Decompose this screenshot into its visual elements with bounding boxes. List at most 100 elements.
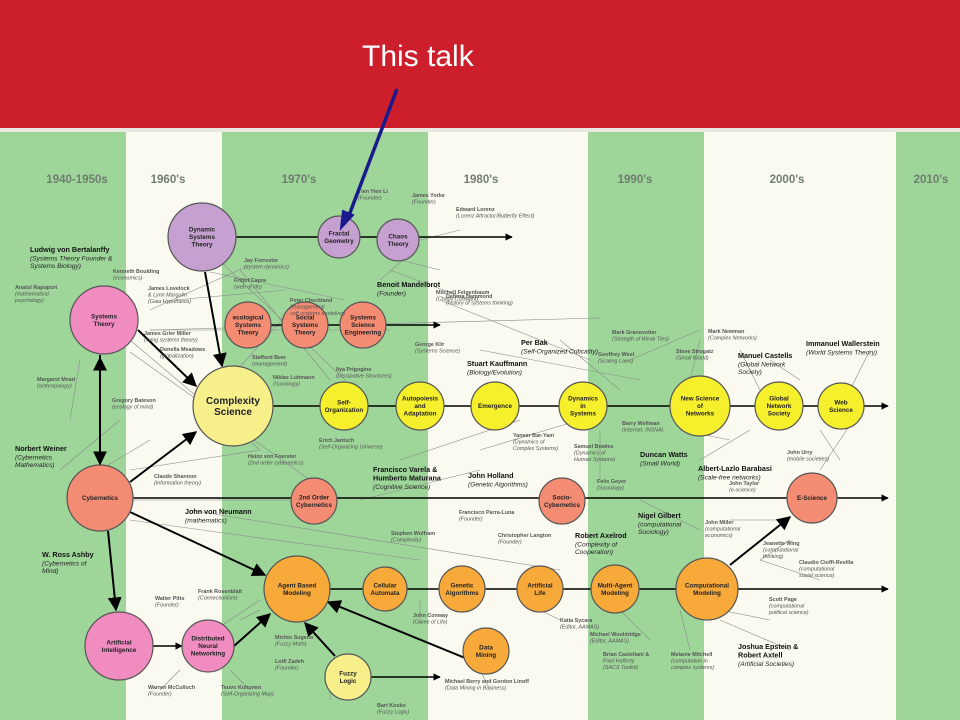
influence-line [189, 509, 561, 571]
node-circle [324, 653, 372, 701]
person-name: John Conway [413, 613, 448, 619]
key-person-name: John von Neumann [185, 507, 252, 516]
person-name: Michael Berry and Gordon Linoff [445, 679, 529, 685]
node-circle [817, 382, 865, 430]
influence-line [759, 539, 791, 561]
person-kosko: Bart Kosko(Fuzzy Logic) [377, 703, 410, 715]
person-wooldridge: Michael Wooldridge(Editor, AAMAS) [590, 632, 641, 644]
node-label: and [414, 403, 425, 410]
person-role: (system dynamics) [244, 264, 289, 270]
key-person-role: Society) [738, 369, 762, 376]
person-role: (computational [799, 566, 835, 572]
person-role: social science) [799, 573, 835, 579]
node-circle [376, 218, 420, 262]
person-mcculloch: Warren McCulloch(Founder) [148, 685, 195, 697]
person-cioffi: Claudio Cioffi-Revilla(computationalsoci… [799, 560, 854, 579]
influence-line [769, 359, 801, 381]
influence-line [619, 609, 651, 641]
influence-line [679, 609, 691, 651]
person-name: James Yorke [412, 193, 445, 199]
person-name: Tien Yien Li [358, 189, 388, 195]
person-role: (e-science) [729, 487, 756, 493]
key-person-name: Stuart Kauffmann [467, 359, 527, 368]
key-person-name: W. Ross Ashby [42, 550, 94, 559]
person-name: Scott Page [769, 597, 797, 603]
person-name: Claude Shannon [154, 474, 197, 480]
node-circle [558, 381, 608, 431]
person-role: (mobile societies) [787, 456, 829, 462]
person-name: James Lovelock [148, 286, 190, 292]
key-person-role: (Genetic Algorithms) [468, 481, 528, 488]
person-name: Kenneth Boulding [113, 269, 159, 275]
node-label: ecological [233, 315, 264, 322]
node-circle [754, 381, 804, 431]
person-name: Anatol Rapoport [15, 285, 57, 291]
person-role: (computational [763, 547, 799, 553]
influence-line [479, 419, 581, 451]
banner-title: This talk [362, 40, 474, 73]
person-name: Michael Wooldridge [590, 632, 641, 638]
node-label: Logic [340, 678, 357, 685]
node-label: Engineering [345, 330, 382, 337]
field-nodes: DynamicSystemsTheoryFractalGeometryChaos… [66, 202, 865, 701]
person-name: Fritjof Capra [234, 278, 267, 284]
person-name: Christopher Langton [498, 533, 551, 539]
key-person-barabasi: Albert-Lazlo Barabasi(Scale-free network… [698, 464, 772, 481]
person-name: Erich Jantsch [319, 438, 354, 444]
key-person-role: (computational [638, 521, 682, 528]
person-name: Mark Newman [708, 329, 744, 335]
person-name: George Klir [415, 342, 445, 348]
person-langton: Christopher Langton(Founder) [498, 533, 551, 545]
person-hammond: Debora Hammond(history of systems thinki… [446, 294, 513, 306]
person-name: John Miller [705, 520, 734, 526]
node-circle [69, 285, 139, 355]
person-zadeh: Lotfi Zadeh(Founder) [275, 659, 304, 671]
node-sociocyber: Socio-Cybernetics [538, 477, 586, 525]
timeline-arrow [326, 600, 471, 661]
person-name: Debora Hammond [446, 294, 492, 300]
key-person-name: John Holland [468, 471, 514, 480]
node-label: Theory [192, 242, 213, 249]
person-name: Frank Rosenblatt [198, 589, 242, 595]
person-name: Melanie Mitchell [671, 652, 713, 658]
person-role: (computational [705, 526, 741, 532]
node-label: Modeling [693, 590, 721, 597]
node-escience: E-Science [786, 472, 838, 524]
key-person-role: (Artificial Societies) [738, 661, 794, 668]
person-role: (computational [769, 603, 805, 609]
person-role: (Connectionism) [198, 595, 237, 601]
person-name: John Taylor [729, 481, 760, 487]
key-person-epstein: Joshua Epstein &Robert Axtell(Artificial… [738, 642, 798, 668]
influence-line [639, 499, 701, 531]
person-role: (Editor, AAMAS) [590, 638, 629, 644]
person-role: (anthropology) [37, 383, 72, 389]
node-circle [263, 555, 331, 623]
person-name: Mark Granovetter [612, 330, 658, 336]
influence-line [819, 429, 841, 461]
node-label: Agent Based [278, 582, 317, 589]
node-label: Science [351, 322, 375, 329]
node-circle [181, 619, 235, 673]
node-label: Geometry [324, 238, 354, 245]
person-role: (management) [252, 361, 287, 367]
node-circle [167, 202, 237, 272]
person-name: Steve Strogatz [676, 349, 714, 355]
person-wolfram: Stephen Wolfram(Complexity) [391, 531, 435, 543]
person-berry: Michael Berry and Gordon Linoff(Data Min… [445, 679, 529, 691]
node-label: Autopoiesis [402, 396, 439, 403]
node-label: Science [214, 407, 252, 418]
person-wellman: Barry Wellman(Internet, INSNA) [622, 421, 664, 433]
person-name: Gregory Bateson [112, 398, 156, 404]
key-person-name: Benoit Mandelbrot [377, 280, 441, 289]
person-role: (Dissipative Structures) [336, 373, 392, 379]
person-role: (history of systems thinking) [446, 300, 513, 306]
key-person-role: Mathematics) [15, 462, 55, 469]
node-label: Adaptation [404, 411, 437, 418]
